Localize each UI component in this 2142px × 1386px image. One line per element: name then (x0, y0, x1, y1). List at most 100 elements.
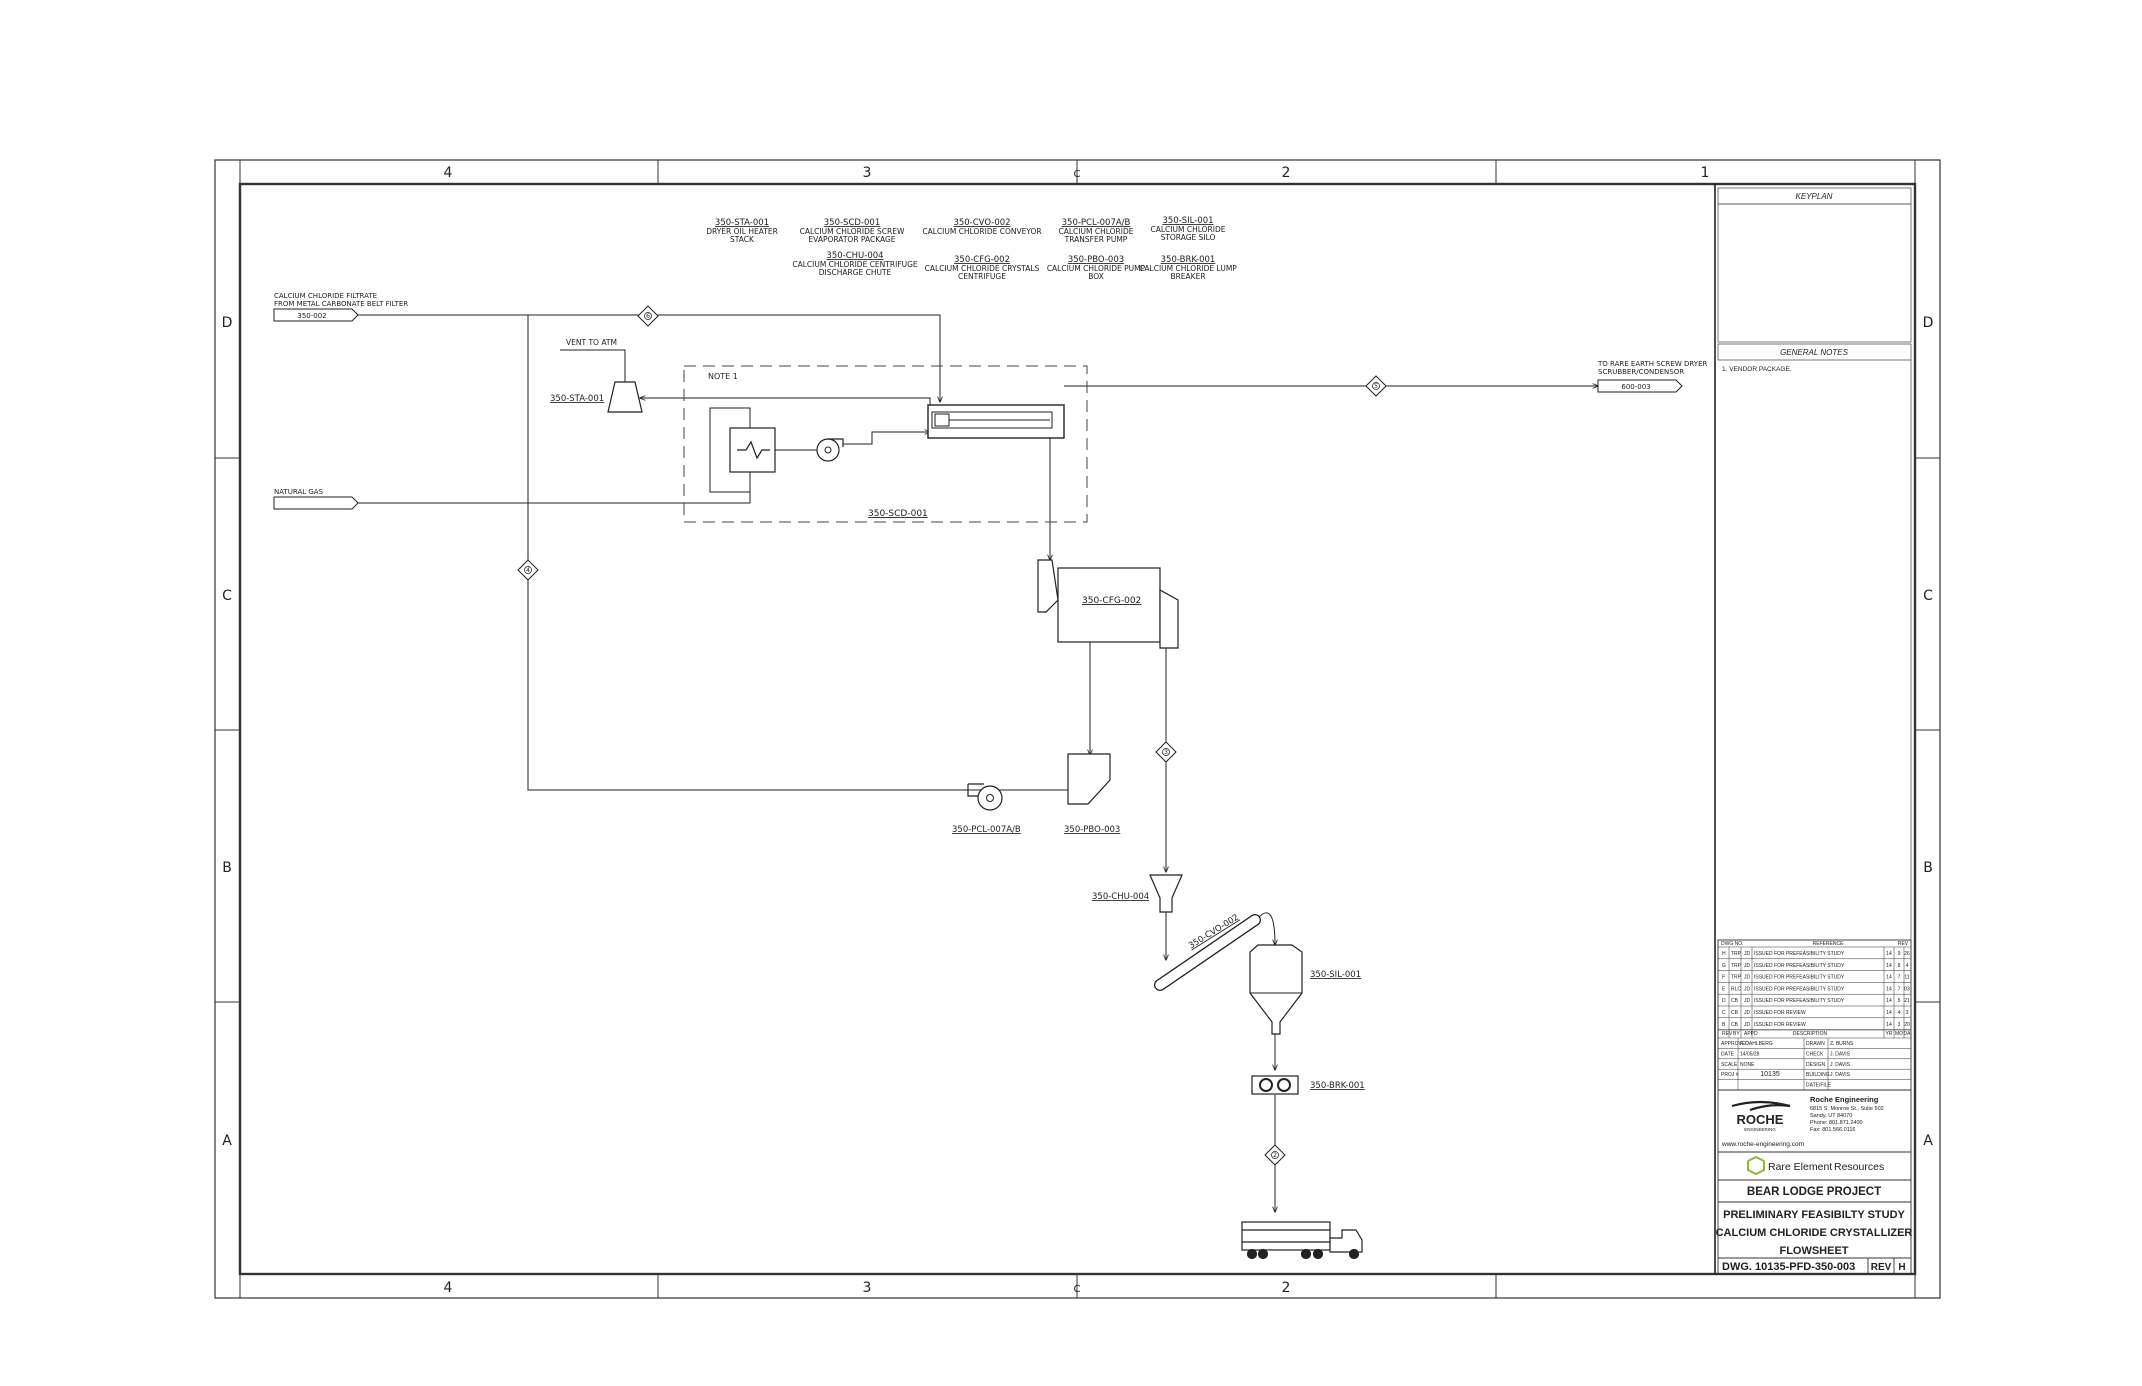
rev-value: H (1898, 1262, 1905, 1273)
company-phone: Phone: 801.871.2400 (1810, 1120, 1863, 1126)
rev-col: APPD (1744, 1031, 1758, 1037)
legend-chu: 350-CHU-004 CALCIUM CHLORIDE CENTRIFUGE … (792, 251, 918, 277)
drawing-title-line: PRELIMINARY FEASIBILTY STUDY (1723, 1209, 1905, 1221)
company-city: Sandy, UT 84070 (1810, 1113, 1852, 1119)
company-name: Roche Engineering (1810, 1095, 1879, 1104)
revision-cell: 14 (1886, 1022, 1892, 1028)
project-name: BEAR LODGE PROJECT (1747, 1186, 1881, 1198)
revision-cell: D (1722, 998, 1726, 1004)
connector-label: SCRUBBER/CONDENSOR (1598, 368, 1684, 376)
brk-label: 350-BRK-001 (1310, 1081, 1365, 1091)
rev-col: DESCRIPTION (1793, 1031, 1828, 1037)
grid-row-d-right: D (1923, 315, 1934, 331)
legend-desc: CALCIUM CHLORIDE PUMP (1047, 264, 1146, 273)
rev-header-rev: REV (1898, 941, 1909, 947)
vent-line (560, 349, 626, 382)
approval-key: DRAWN (1806, 1041, 1825, 1047)
approval-key: DESIGN (1806, 1062, 1826, 1068)
lump-breaker-icon (1251, 1075, 1299, 1095)
revision-cell: 4 (1906, 963, 1909, 969)
vent-label: VENT TO ATM (566, 338, 617, 347)
revision-cell: 03 (1904, 986, 1910, 992)
grid-col-1: 1 (1701, 165, 1710, 181)
rare-element-logo: Rare Element Resources (1747, 1155, 1884, 1176)
grid-row-a: A (222, 1133, 232, 1149)
grid-row-a-right: A (1923, 1133, 1933, 1149)
connector-ref: 350-002 (297, 312, 326, 320)
pbo-label: 350-PBO-003 (1064, 825, 1120, 835)
revision-cell: JD (1744, 1010, 1751, 1016)
revision-cell: 14 (1886, 975, 1892, 981)
drawing-number: DWG. 10135-PFD-350-003 (1722, 1261, 1855, 1273)
oil-heater-icon (729, 427, 776, 473)
process-lines (358, 314, 1598, 1212)
chu-label: 350-CHU-004 (1092, 892, 1149, 902)
legend-tag: 350-SCD-001 (824, 218, 880, 228)
legend-desc: CALCIUM CHLORIDE CONVEYOR (922, 227, 1041, 236)
roche-logo: ROCHE ENGINEERING (1731, 1100, 1791, 1132)
chute-icon (1149, 874, 1183, 913)
grid-row-b-right: B (1923, 860, 1933, 876)
revision-cell: 14 (1886, 951, 1892, 957)
connector-natural-gas: NATURAL GAS (273, 488, 359, 510)
approval-value: J. DAVIS (1830, 1072, 1851, 1078)
silo-icon (1249, 944, 1303, 1035)
revision-cell: CB (1731, 1022, 1739, 1028)
legend-scd: 350-SCD-001 CALCIUM CHLORIDE SCREW EVAPO… (800, 218, 905, 244)
legend-desc: BOX (1088, 272, 1104, 281)
conveyor-to-silo-line (1257, 912, 1275, 945)
revision-cell: RLC (1731, 986, 1741, 992)
rev-col: MO (1895, 1031, 1903, 1037)
revision-cell: F (1722, 975, 1725, 981)
legend-tag: 350-CVO-002 (953, 218, 1010, 228)
revision-cell: G (1722, 963, 1726, 969)
revision-cell: ISSUED FOR REVIEW (1754, 1022, 1806, 1028)
legend-desc: BREAKER (1170, 272, 1205, 281)
stream-number: 2 (1273, 1152, 1277, 1159)
approval-value: F. DAHLBERG (1740, 1041, 1773, 1047)
legend-desc: STACK (730, 235, 755, 244)
legend-cvo: 350-CVO-002 CALCIUM CHLORIDE CONVEYOR (922, 218, 1041, 236)
approval-key: APPROVED (1721, 1041, 1749, 1047)
client-name-b: Resources (1834, 1161, 1884, 1173)
stream-number: 6 (646, 313, 650, 320)
revision-cell: 14 (1886, 986, 1892, 992)
revision-cell: E (1722, 986, 1726, 992)
grid-row-c: C (222, 588, 232, 604)
legend-desc: TRANSFER PUMP (1064, 235, 1128, 244)
legend-desc: EVAPORATOR PACKAGE (808, 235, 895, 244)
legend-brk: 350-BRK-001 CALCIUM CHLORIDE LUMP BREAKE… (1139, 255, 1237, 281)
legend-tag: 350-BRK-001 (1161, 255, 1216, 265)
filtrate-line (358, 314, 940, 402)
logo-text: ROCHE (1737, 1112, 1784, 1127)
revision-cell: 14 (1886, 998, 1892, 1004)
revision-cell: 8 (1898, 963, 1901, 969)
legend-pcl: 350-PCL-007A/B CALCIUM CHLORIDE TRANSFER… (1059, 218, 1134, 244)
connector-ref: 600-003 (1621, 383, 1650, 391)
connector-label: TO RARE EARTH SCREW DRYER (1597, 360, 1707, 368)
rev-col: DA (1904, 1031, 1912, 1037)
grid-col-3: 3 (863, 165, 872, 181)
revision-cell: H (1722, 951, 1726, 957)
title-block: KEYPLAN GENERAL NOTES 1. VENDOR PACKAGE.… (1714, 184, 1912, 1275)
company-web: www.roche-engineering.com (1721, 1141, 1804, 1148)
approval-value: NONE (1740, 1062, 1755, 1068)
pump-box-icon (1067, 753, 1111, 805)
legend-desc: CALCIUM CHLORIDE CENTRIFUGE (792, 260, 918, 269)
revision-cell: CB (1731, 1010, 1739, 1016)
revision-cell: JD (1744, 998, 1751, 1004)
pump-icon (967, 783, 1003, 811)
keyplan-heading: KEYPLAN (1796, 192, 1833, 201)
logo-sub: ENGINEERING (1744, 1127, 1776, 1132)
pcl-label: 350-PCL-007A/B (952, 825, 1021, 835)
legend-desc: CALCIUM CHLORIDE CRYSTALS (925, 264, 1040, 273)
centrifuge-icon (1037, 559, 1179, 649)
approval-value: J. DAVIS (1830, 1062, 1851, 1068)
